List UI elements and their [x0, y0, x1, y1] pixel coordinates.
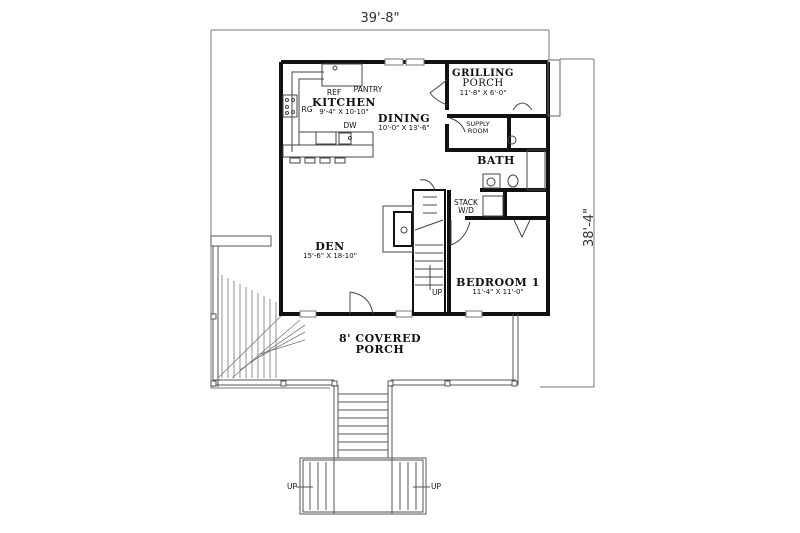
supply-line1: SUPPLY [466, 120, 490, 128]
porch-line1: 8' COVERED [339, 332, 421, 345]
room-size: 11'-4" X 11'-0" [472, 288, 524, 296]
room-dining: DINING 10'-0" X 13'-6" [378, 113, 430, 132]
room-bedroom-1: BEDROOM 1 11'-4" X 11'-0" [456, 277, 540, 296]
porch-line2: PORCH [355, 343, 405, 356]
ref-label: REF [326, 88, 342, 97]
room-size: 10'-0" X 13'-6" [378, 124, 430, 132]
stack-wd-label: STACK W/D [454, 199, 478, 214]
entry-up-left-label: UP [287, 482, 298, 491]
room-size: 15'-6" X 18-10" [303, 252, 357, 260]
room-size: 9'-4" X 10-10" [319, 108, 369, 116]
room-kitchen: KITCHEN 9'-4" X 10-10" [312, 97, 376, 116]
overall-width-dimension: 39'-8" [360, 11, 400, 26]
room-covered-porch: 8' COVERED PORCH [339, 333, 421, 355]
supply-line2: ROOM [467, 126, 489, 135]
room-bath: BATH [477, 154, 515, 167]
room-name: KITCHEN [312, 96, 376, 109]
supply-room-label: SUPPLY ROOM [466, 121, 489, 134]
room-name: DEN [315, 240, 345, 253]
room-size: 11'-8" X 6'-0" [459, 89, 507, 97]
dimension-lines [210, 29, 595, 389]
range-label: RG [301, 105, 313, 114]
overall-depth-dimension: 38'-4" [582, 207, 598, 248]
front-porch-rail [210, 235, 519, 387]
room-name: BEDROOM 1 [456, 276, 540, 289]
stack-line1: STACK [454, 198, 478, 207]
doors [349, 79, 533, 315]
room-name-line1: GRILLING [452, 68, 514, 79]
room-grilling-porch: GRILLING PORCH 11'-8" X 6'-0" [452, 69, 514, 97]
room-name: DINING [377, 112, 431, 125]
kitchen-counters [282, 63, 374, 164]
entry-up-right-label: UP [431, 482, 442, 491]
ramp-hatch [217, 275, 306, 379]
dishwasher-label: DW [343, 121, 357, 130]
stair-up-label: UP [431, 288, 443, 297]
front-stairs [296, 385, 430, 515]
fireplace [382, 205, 414, 253]
grilling-porch-rail [547, 59, 561, 117]
room-den: DEN 15'-6" X 18-10" [303, 241, 357, 260]
pantry-label: PANTRY [353, 85, 383, 94]
bath-fixtures [482, 135, 546, 217]
stack-line2: W/D [458, 205, 474, 215]
windows [299, 58, 483, 318]
room-name-line2: PORCH [462, 78, 504, 89]
